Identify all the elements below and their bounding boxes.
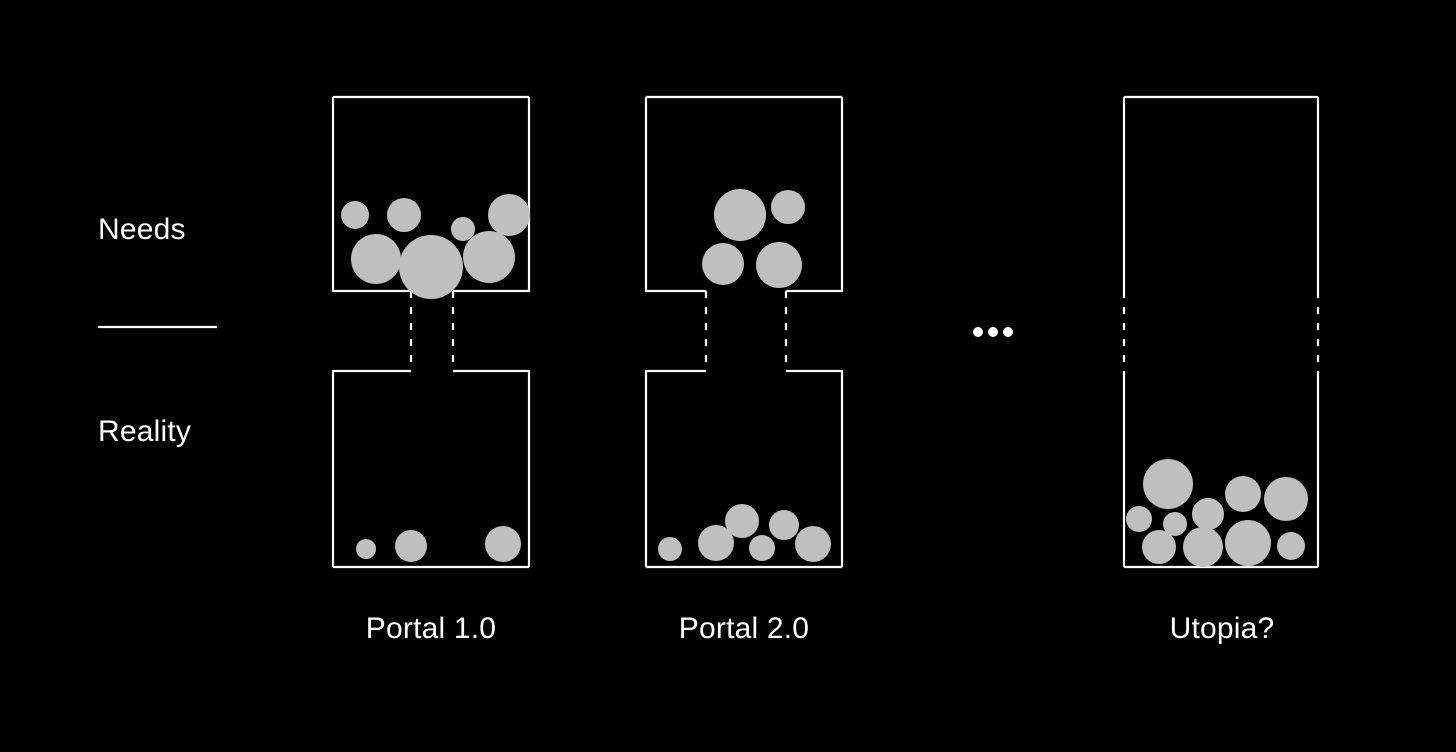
reality-circle (1126, 506, 1152, 532)
need-circle (702, 243, 744, 285)
need-circle (351, 234, 401, 284)
needs-container-portal-1 (331, 95, 531, 293)
reality-container-utopia (1122, 371, 1320, 569)
ellipsis-dot (973, 327, 983, 337)
ellipsis-dot (1003, 327, 1013, 337)
reality-circle (769, 510, 799, 540)
reality-circle (1143, 459, 1193, 509)
column-caption-portal-2: Portal 2.0 (678, 612, 810, 645)
column-portal-2 (644, 95, 844, 569)
reality-circles-utopia (1126, 459, 1308, 567)
reality-circle (395, 530, 427, 562)
need-circle (488, 194, 530, 236)
reality-container-portal-1 (331, 369, 531, 569)
axis-label-reality: Reality (98, 415, 192, 448)
need-circle (399, 235, 463, 299)
reality-circle (1183, 527, 1223, 567)
reality-circles-portal-2 (658, 504, 831, 562)
reality-circles-portal-1 (356, 526, 521, 562)
need-circle (771, 190, 805, 224)
reality-circle (749, 535, 775, 561)
need-circle (341, 201, 369, 229)
reality-circle (485, 526, 521, 562)
neck-portal-1 (409, 291, 455, 371)
reality-circle (725, 504, 759, 538)
column-utopia (1122, 95, 1320, 569)
reality-circle (1277, 532, 1305, 560)
reality-circle (356, 539, 376, 559)
reality-circle (698, 525, 734, 561)
more-columns-ellipsis (973, 327, 1013, 337)
column-caption-portal-1: Portal 1.0 (365, 612, 497, 645)
needs-circles-portal-2 (702, 189, 805, 288)
neck-utopia (1122, 291, 1320, 371)
need-circle (756, 242, 802, 288)
column-caption-utopia: Utopia? (1169, 612, 1275, 645)
reality-circle (795, 526, 831, 562)
reality-circle (1225, 520, 1271, 566)
neck-portal-2 (704, 291, 788, 371)
axis-label-needs: Needs (98, 213, 186, 246)
need-circle (714, 189, 766, 241)
needs-container-utopia (1122, 95, 1320, 291)
need-circle (451, 217, 475, 241)
column-portal-1 (331, 95, 531, 569)
reality-circle (1142, 530, 1176, 564)
needs-circles-portal-1 (341, 194, 530, 299)
reality-container-portal-2 (644, 369, 844, 569)
reality-circle (658, 537, 682, 561)
reality-circle (1163, 512, 1187, 536)
need-circle (387, 198, 421, 232)
reality-circle (1264, 477, 1308, 521)
reality-circle (1192, 498, 1224, 530)
ellipsis-dot (988, 327, 998, 337)
need-circle (463, 231, 515, 283)
reality-circle (1225, 476, 1261, 512)
needs-container-portal-2 (644, 95, 844, 293)
